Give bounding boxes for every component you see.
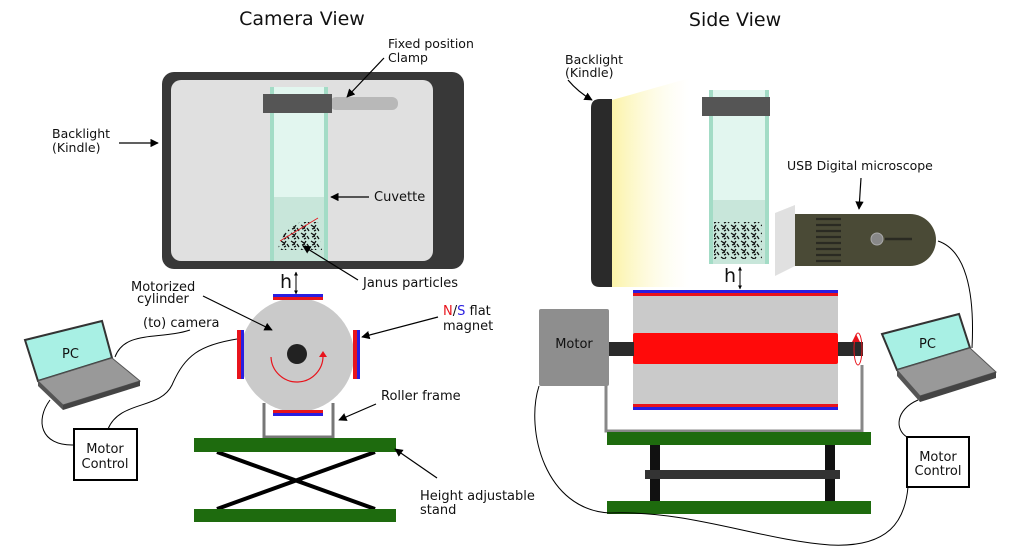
motor-control-label-right: Motor — [919, 450, 957, 465]
side-view-panel: Side View Backlight (Kindle) h — [534, 9, 997, 546]
clamp — [263, 94, 398, 113]
backlight-glow — [612, 78, 690, 287]
height-adjustable-stand — [194, 438, 396, 522]
backlight-label: Backlight — [52, 126, 110, 141]
motor-control-label-left: Motor — [86, 442, 124, 457]
stand-label-2: stand — [420, 503, 456, 518]
magnet-label: N/S flat — [443, 304, 491, 319]
magnet-arrow — [361, 316, 439, 340]
roller-frame-side — [604, 365, 864, 433]
magnet-left — [237, 330, 241, 379]
camera-cable — [114, 329, 191, 358]
motorized-cylinder — [237, 294, 360, 416]
motor-label: Motor — [555, 337, 593, 352]
janus-particles-side — [714, 222, 762, 259]
clamp-label: Fixed position — [388, 36, 474, 51]
janus-label: Janus particles — [362, 276, 458, 291]
stand-side — [607, 432, 871, 514]
clamp-side — [702, 97, 770, 116]
camera-view-panel: Camera View Fixed position Clamp Backlig… — [23, 8, 535, 522]
cuvette-label: Cuvette — [374, 190, 425, 205]
cuvette-side — [702, 90, 770, 264]
magnet-label-2: magnet — [443, 319, 493, 334]
magnet-top — [273, 294, 323, 297]
side-view-title: Side View — [689, 9, 781, 31]
stand-label: Height adjustable — [420, 489, 535, 504]
magnet-right — [353, 330, 357, 379]
backlight-side-arrow — [567, 79, 593, 101]
pc-motor-cable-left — [41, 399, 75, 446]
backlight-side-label: Backlight — [565, 52, 623, 67]
roller-frame — [262, 403, 335, 439]
laptop-pc-right: PC — [880, 312, 997, 402]
height-gap-label: h — [280, 271, 292, 293]
janus-particles — [277, 222, 322, 250]
camera-view-title: Camera View — [239, 8, 365, 30]
pc-label-left: PC — [62, 347, 79, 362]
roller-frame-label: Roller frame — [381, 389, 461, 404]
motor-control-left: Motor Control — [73, 428, 138, 481]
pc-motor-cable-right — [898, 399, 919, 438]
roller-frame-arrow — [338, 403, 377, 421]
usb-microscope — [775, 205, 936, 276]
motor-control-label-right-2: Control — [915, 464, 962, 479]
clamp-arrow — [346, 57, 385, 98]
cylinder-arrow — [202, 295, 273, 331]
janus-arrow — [302, 245, 359, 281]
height-gap-side-label: h — [724, 265, 736, 287]
motor-cable-right — [534, 385, 909, 546]
to-camera-label: (to) camera — [143, 316, 219, 331]
backlight-label-2: (Kindle) — [52, 140, 100, 155]
kindle-backlight-side — [591, 99, 612, 287]
microscope-arrow — [855, 177, 864, 210]
motorized-cylinder-side — [609, 290, 863, 410]
clamp-label-2: Clamp — [388, 50, 428, 65]
cuvette — [270, 87, 328, 261]
motor-control-label-left-2: Control — [82, 457, 129, 472]
motor-control-right: Motor Control — [906, 436, 970, 488]
laptop-pc-left: PC — [23, 319, 142, 410]
motor — [539, 309, 609, 386]
motorized-cylinder-label-2: cylinder — [137, 292, 190, 307]
motorized-cylinder-label: Motorized — [131, 280, 195, 295]
pc-label-right: PC — [919, 337, 936, 352]
backlight-side-label-2: (Kindle) — [565, 65, 613, 80]
microscope-label: USB Digital microscope — [787, 158, 933, 173]
microscope-cable — [937, 240, 973, 349]
magnet-bottom — [273, 410, 323, 413]
stand-arrow — [394, 448, 438, 479]
motor-cable-left — [107, 338, 238, 430]
